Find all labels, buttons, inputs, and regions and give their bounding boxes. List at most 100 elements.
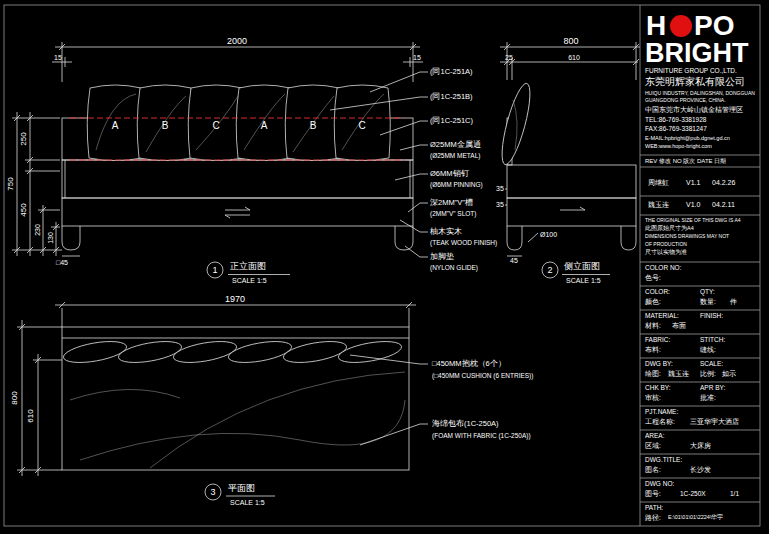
line-art: [150, 372, 405, 468]
drawing-label: 250: [20, 132, 28, 145]
line-art: [380, 121, 428, 135]
drawing-label: 布料:: [645, 347, 661, 354]
drawing-label: STITCH:: [700, 337, 725, 344]
drawing-label: DWG BY:: [645, 361, 673, 368]
drawing-label: 如示: [722, 371, 736, 378]
drawing-label: Ø25MM金属通: [430, 141, 481, 149]
drawing-label: 1/1: [730, 491, 739, 498]
drawing-label: (同1C-251A): [430, 68, 473, 76]
line-art: [236, 85, 292, 161]
drawing-label: 1C-250X: [680, 491, 706, 498]
drawing-label: 610: [27, 409, 35, 422]
line-art: [410, 160, 411, 198]
line-art: [640, 215, 760, 216]
drawing-label: MATERIAL:: [645, 313, 679, 320]
drawing-label: GUANGDONG PROVINCE, CHINA.: [645, 98, 726, 103]
drawing-label: 800: [11, 391, 19, 404]
line-art: [19, 324, 41, 473]
drawing-label: B: [310, 121, 317, 131]
line-art: [408, 203, 428, 212]
line-art: [62, 338, 403, 367]
drawing-label: (□450MM CUSHION (6 ENTRIES)): [432, 373, 533, 380]
line-art: [227, 338, 293, 367]
drawing-label: PJT.NAME:: [645, 409, 678, 416]
line-art: [640, 167, 760, 168]
line-art: [137, 85, 193, 161]
drawing-label: (同1C-251C): [430, 117, 473, 125]
line-art: [507, 226, 522, 250]
line-art: [505, 205, 507, 206]
line-art: [334, 85, 390, 161]
drawing-label: FINISH:: [700, 313, 723, 320]
drawing-label: 绘图:: [645, 371, 661, 378]
drawing-label: 件: [730, 299, 737, 306]
line-art: [640, 430, 760, 431]
line-art: [507, 256, 522, 257]
line-art: [55, 47, 420, 48]
drawing-label: TEL:86-769-3381928: [645, 117, 706, 124]
line-art: [640, 155, 760, 156]
drawing-label: 35: [496, 201, 504, 208]
drawing-label: □450MM抱枕（6个）: [432, 360, 506, 368]
drawing-label: 比例:: [700, 371, 716, 378]
line-art: [560, 207, 585, 210]
line-art: [640, 358, 760, 359]
drawing-label: DWG.TITLE:: [645, 457, 682, 464]
line-art: [400, 220, 428, 232]
drawing-label: FAX:86-769-3381247: [645, 126, 707, 133]
line-art: [504, 44, 639, 65]
drawing-label: (TEAK WOOD FINISH): [430, 240, 497, 247]
drawing-label: 1970: [225, 295, 245, 304]
line-art: [640, 502, 760, 503]
drawing-label: Ø100: [540, 231, 557, 238]
drawing-label: Ø6MM销钉: [430, 170, 469, 178]
line-art: [65, 57, 66, 67]
drawing-label: A: [112, 121, 119, 131]
drawing-label: 东莞明辉家私有限公司: [645, 77, 745, 87]
drawing-label: 1: [212, 266, 217, 275]
line-art: [500, 62, 638, 63]
line-art: [640, 310, 760, 311]
line-art: [70, 160, 405, 161]
drawing-label: COLOR:: [645, 289, 670, 296]
line-art: [395, 174, 428, 180]
drawing-label: OF PRODUCTION: [645, 242, 687, 247]
line-art: [62, 308, 63, 327]
line-art: [38, 354, 39, 476]
line-art: [62, 338, 409, 339]
drawing-label: 2: [547, 266, 552, 275]
line-art: [405, 246, 428, 257]
drawing-label: H: [646, 12, 666, 40]
line-art: [70, 372, 405, 468]
line-art: [370, 72, 428, 92]
drawing-label: 此图原始尺寸为A4: [645, 226, 694, 232]
drawing-label: 魏玉连: [668, 371, 689, 378]
line-art: [640, 478, 760, 479]
drawing-label: 色号:: [645, 275, 661, 282]
drawing-label: 图名:: [645, 467, 661, 474]
line-art: [80, 400, 405, 460]
line-art: [640, 382, 760, 383]
line-art: [17, 470, 62, 471]
line-art: [395, 226, 413, 250]
drawing-label: (FOAM WITH FABRIC (1C-250A)): [432, 433, 531, 440]
drawing-label: PO: [694, 12, 734, 40]
drawing-label: 柚木实木: [430, 228, 462, 236]
drawing-label: 长沙发: [690, 467, 711, 474]
line-art: [640, 406, 760, 407]
line-art: [70, 389, 180, 400]
line-art: [17, 112, 18, 256]
drawing-label: 区域:: [645, 443, 661, 450]
line-art: [640, 262, 760, 263]
drawing-label: 800: [563, 37, 578, 46]
drawing-label: SCALE 1:5: [566, 277, 601, 284]
line-art: [342, 94, 384, 150]
drawing-label: DWG NO:: [645, 481, 674, 488]
line-art: [285, 85, 341, 161]
line-art: [640, 334, 760, 335]
line-art: [96, 94, 136, 150]
line-art: [507, 198, 636, 226]
drawing-label: COLOR NO:: [645, 265, 681, 272]
line-art: [17, 327, 62, 328]
